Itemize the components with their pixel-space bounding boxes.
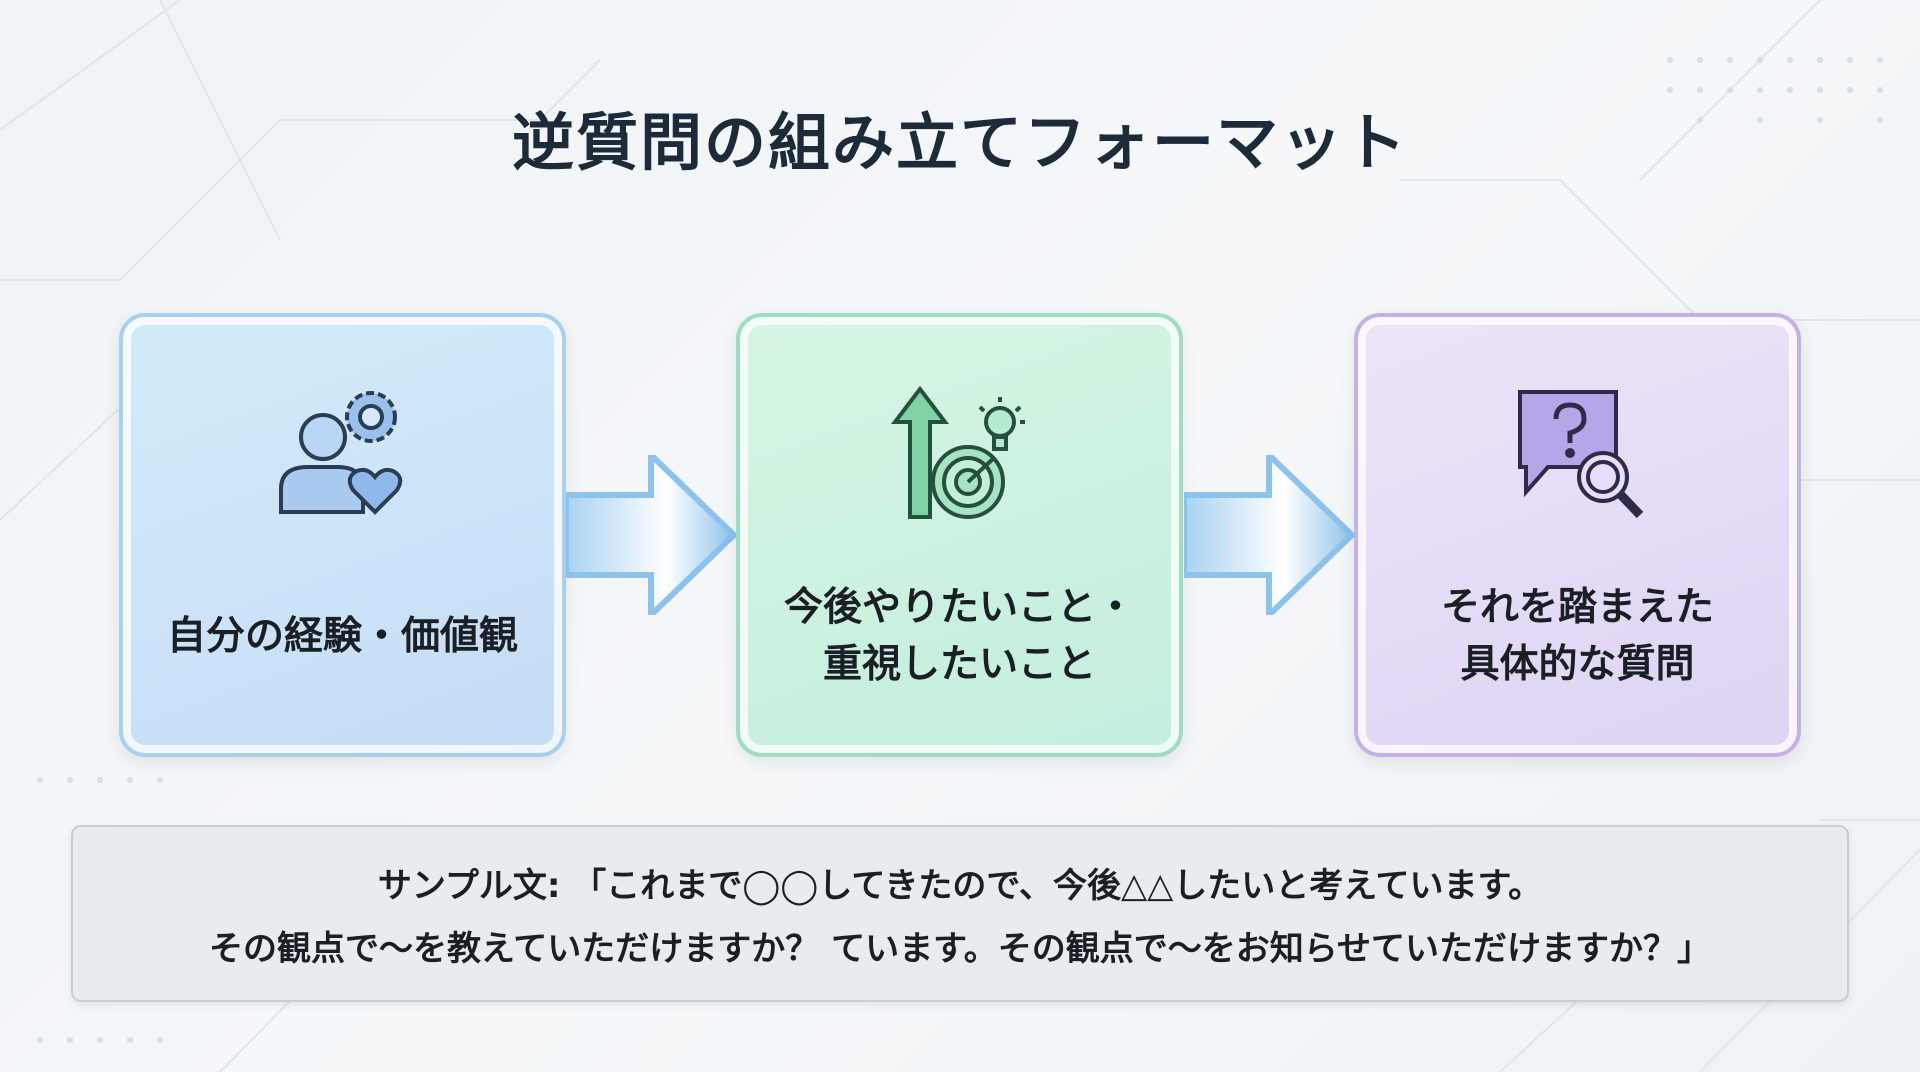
- step-label: それを踏まえた具体的な質問: [1358, 577, 1797, 697]
- step-card-question: それを踏まえた具体的な質問: [1354, 313, 1801, 757]
- person-gear-heart-icon: [278, 391, 402, 515]
- step-label: 自分の経験・価値観: [166, 613, 518, 659]
- step-card-experience: 自分の経験・価値観: [119, 313, 566, 757]
- step-label-line: それを踏まえた: [1440, 585, 1714, 631]
- page-title: 逆質問の組み立てフォーマット: [511, 106, 1408, 179]
- sample-line-1: サンプル文: 「これまで◯◯してきたので、今後△△したいと考えています。: [377, 865, 1543, 906]
- question-bubble-magnifier-icon: [1517, 390, 1643, 519]
- arrow-target-lightbulb-icon: [890, 385, 1025, 519]
- step-label: 今後やりたいこと・重視したいこと: [740, 577, 1179, 697]
- step-label-line: 今後やりたいこと・: [783, 585, 1135, 631]
- step-label-line: 具体的な質問: [1460, 642, 1695, 687]
- arrow-right-icon: [566, 455, 738, 615]
- sample-line-2: その観点で〜を教えていただけますか？ ています。その観点で〜をお知らせていただけ…: [208, 928, 1712, 969]
- step-label-line: 重視したいこと: [822, 642, 1096, 687]
- step-card-future: 今後やりたいこと・重視したいこと: [736, 313, 1183, 757]
- sample-sentence-box: サンプル文: 「これまで◯◯してきたので、今後△△したいと考えています。 その観…: [71, 825, 1849, 1002]
- arrow-right-icon: [1184, 455, 1356, 615]
